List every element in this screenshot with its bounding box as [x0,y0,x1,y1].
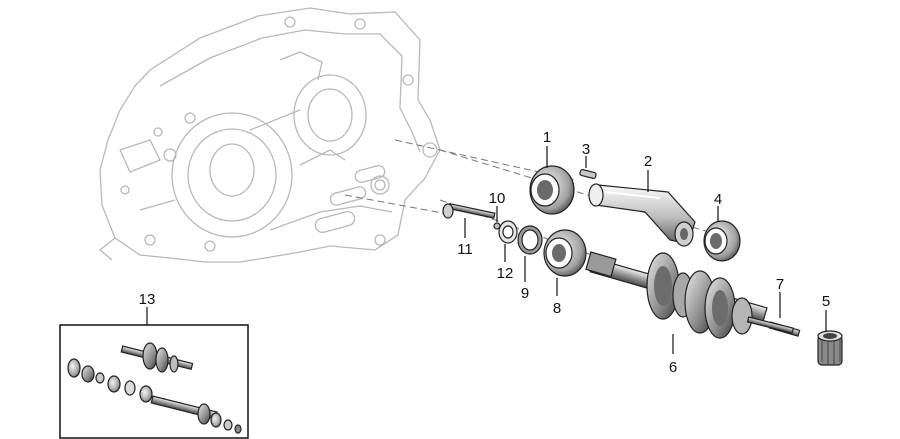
part-5-needle-bearing [817,330,843,366]
callout-3: 3 [582,141,590,158]
callout-7: 7 [776,276,784,293]
callout-6: 6 [669,359,677,376]
part-12-washer [498,220,518,244]
leader-lines [146,146,827,354]
part-1-bearing [529,165,575,215]
part-2-sleeve [588,183,696,247]
callout-9: 9 [521,285,529,302]
callout-10: 10 [489,190,506,207]
part-6-gear-shaft [585,251,801,339]
callout-2: 2 [644,153,652,170]
callout-1: 1 [543,129,551,146]
part-7-small-shaft [746,316,795,334]
callout-12: 12 [497,265,514,282]
callout-5: 5 [822,293,830,310]
part-8-bearing [543,229,587,277]
callout-13: 13 [139,291,156,308]
inset-assembly-13 [59,324,249,439]
part-11-bolt [442,202,496,219]
part-3-pin [579,168,597,180]
part-9-needle-ring [517,225,543,255]
callout-4: 4 [714,191,722,208]
crankcase-outline [99,7,441,263]
callout-labels: 1 2 3 4 5 6 7 8 9 10 11 12 13 [139,129,831,376]
callout-8: 8 [553,300,561,317]
callout-11: 11 [457,241,473,258]
part-4-bearing [703,220,741,262]
